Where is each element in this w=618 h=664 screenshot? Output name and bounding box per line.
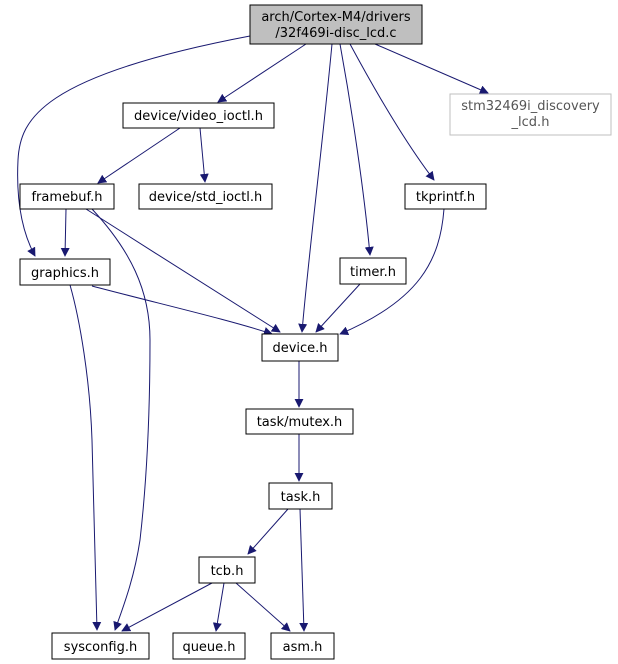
node-stm32469i-discovery: stm32469i_discovery _lcd.h (449, 93, 612, 136)
edge-root-to-graphics (17, 35, 251, 257)
node-tkprintf[interactable]: tkprintf.h (404, 183, 487, 210)
edge-root-to-device (298, 43, 333, 333)
edge-framebuf-to-device (85, 208, 281, 333)
edge-root-to-timer (339, 43, 374, 256)
edge-tcb-to-queue (212, 582, 225, 632)
node-graphics[interactable]: graphics.h (19, 258, 111, 286)
edge-graphics-to-device (91, 285, 273, 336)
node-tcb[interactable]: tcb.h (198, 556, 256, 584)
node-video-ioctl[interactable]: device/video_ioctl.h (122, 102, 275, 129)
node-asm[interactable]: asm.h (270, 632, 335, 660)
edge-root-to-video-ioctl (217, 43, 307, 103)
sysconfig-label: sysconfig.h (64, 640, 137, 655)
stm32469i-line1: stm32469i_discovery (461, 99, 600, 114)
edge-framebuf-to-graphics (60, 208, 70, 257)
framebuf-label: framebuf.h (31, 190, 102, 205)
edge-tcb-to-asm (235, 582, 291, 632)
queue-label: queue.h (182, 640, 235, 655)
task-label: task.h (281, 490, 321, 505)
node-task[interactable]: task.h (268, 482, 333, 510)
std-ioctl-label: device/std_ioctl.h (149, 190, 263, 205)
root-file-line1: arch/Cortex-M4/drivers (261, 10, 411, 25)
edge-task-to-asm (299, 508, 309, 632)
node-device[interactable]: device.h (261, 333, 339, 362)
graphics-label: graphics.h (31, 266, 99, 281)
node-sysconfig[interactable]: sysconfig.h (51, 632, 150, 660)
stm32469i-line2: _lcd.h (511, 115, 550, 130)
tkprintf-label: tkprintf.h (416, 190, 475, 205)
node-task-mutex[interactable]: task/mutex.h (245, 408, 354, 435)
device-label: device.h (272, 341, 327, 356)
edge-timer-to-device (315, 283, 361, 333)
edge-graphics-to-sysconfig (69, 284, 102, 631)
root-file-line2: /32f469i-disc_lcd.c (275, 26, 396, 41)
asm-label: asm.h (283, 640, 323, 655)
node-framebuf[interactable]: framebuf.h (19, 183, 115, 210)
task-mutex-label: task/mutex.h (257, 415, 343, 430)
video-ioctl-label: device/video_ioctl.h (134, 109, 263, 124)
edge-framebuf-to-sysconfig (91, 208, 151, 631)
edge-tcb-to-sysconfig (121, 582, 213, 632)
edge-root-to-stm32469i (374, 43, 489, 94)
edge-root-to-tkprintf (349, 43, 435, 181)
node-timer[interactable]: timer.h (339, 257, 407, 285)
node-queue[interactable]: queue.h (172, 632, 246, 660)
edge-video-ioctl-to-framebuf (97, 127, 181, 184)
node-std-ioctl[interactable]: device/std_ioctl.h (138, 183, 273, 210)
edge-video-ioctl-to-std-ioctl (199, 127, 209, 183)
node-root-file[interactable]: arch/Cortex-M4/drivers /32f469i-disc_lcd… (249, 4, 423, 45)
edge-tkprintf-to-device (339, 208, 445, 335)
timer-label: timer.h (350, 265, 396, 280)
edge-task-to-tcb (247, 508, 289, 555)
tcb-label: tcb.h (211, 564, 244, 579)
